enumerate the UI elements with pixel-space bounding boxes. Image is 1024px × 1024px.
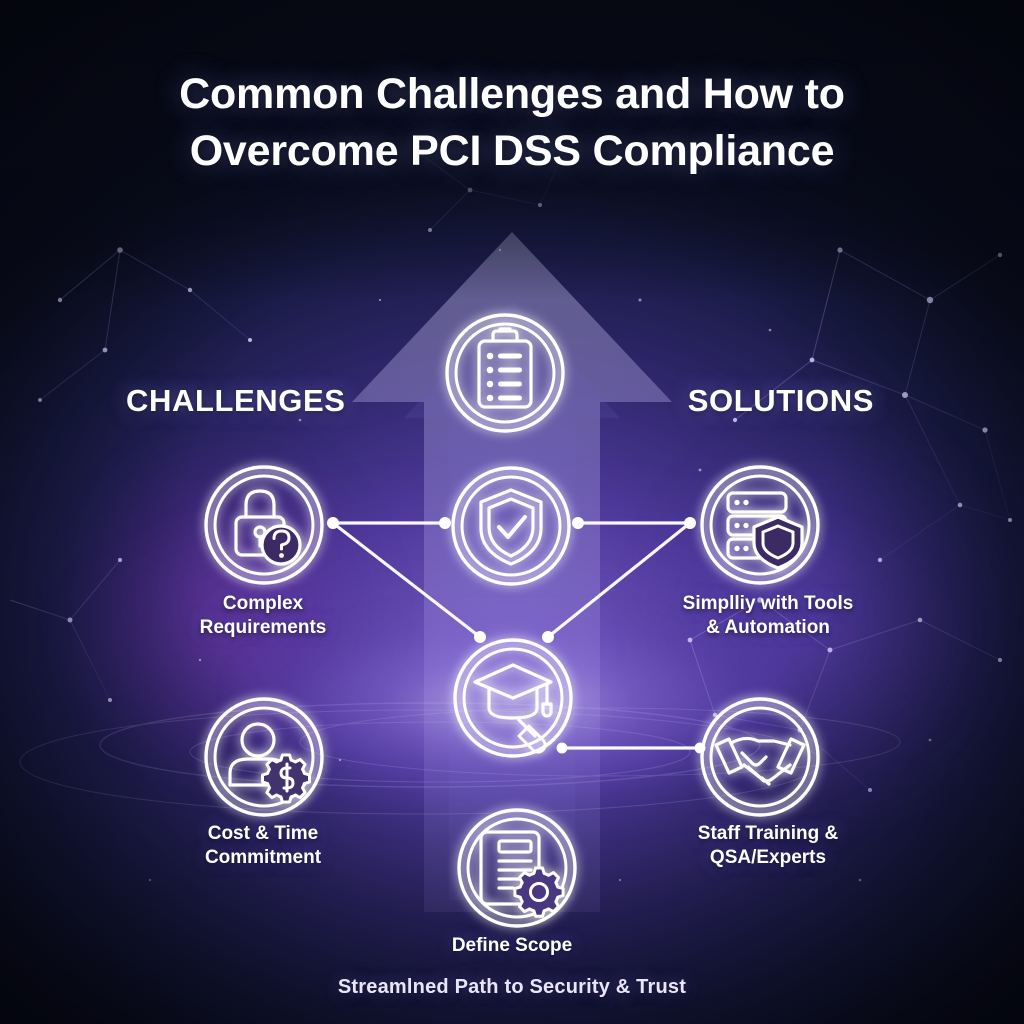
footer-tagline: Streamlned Path to Security & Trust: [337, 976, 687, 998]
label-line-1: Complex: [222, 593, 304, 614]
label-line-1: Define Scope: [451, 935, 573, 956]
challenges-heading: CHALLENGES: [126, 383, 346, 418]
label-define-scope: Define Scope: [382, 934, 642, 958]
title-line-1: Common Challenges and How to: [179, 70, 845, 118]
title-line-2: Overcome PCI DSS Compliance: [189, 126, 835, 175]
label-line-2: QSA/Experts: [709, 847, 827, 869]
label-line-2: & Automation: [706, 617, 830, 639]
label-simplify-with-tools: Simplliy with Tools & Automation: [638, 592, 898, 641]
page-title: Common Challenges and How to Overcome PC…: [0, 66, 1024, 180]
label-cost-time-commitment: Cost & Time Commitment: [133, 822, 393, 871]
clipboard-checklist-icon: [445, 313, 565, 433]
label-line-2: Requirements: [199, 617, 327, 639]
label-staff-training-qsa: Staff Training & QSA/Experts: [638, 822, 898, 871]
handshake-icon: [700, 697, 820, 817]
graduation-cap-icon: [453, 638, 573, 758]
label-line-1: Cost & Time: [207, 823, 319, 844]
user-cost-gear-icon: [204, 697, 324, 817]
solutions-heading: SOLUTIONS: [687, 383, 874, 418]
shield-check-icon: [451, 466, 571, 586]
document-gear-icon: [457, 808, 577, 928]
label-line-2: Commitment: [204, 847, 322, 869]
label-line-1: Staff Training &: [697, 823, 839, 844]
server-shield-icon: [700, 465, 820, 585]
label-line-1: Simplliy with Tools: [682, 593, 854, 614]
lock-question-icon: [204, 465, 324, 585]
label-complex-requirements: Complex Requirements: [133, 592, 393, 641]
